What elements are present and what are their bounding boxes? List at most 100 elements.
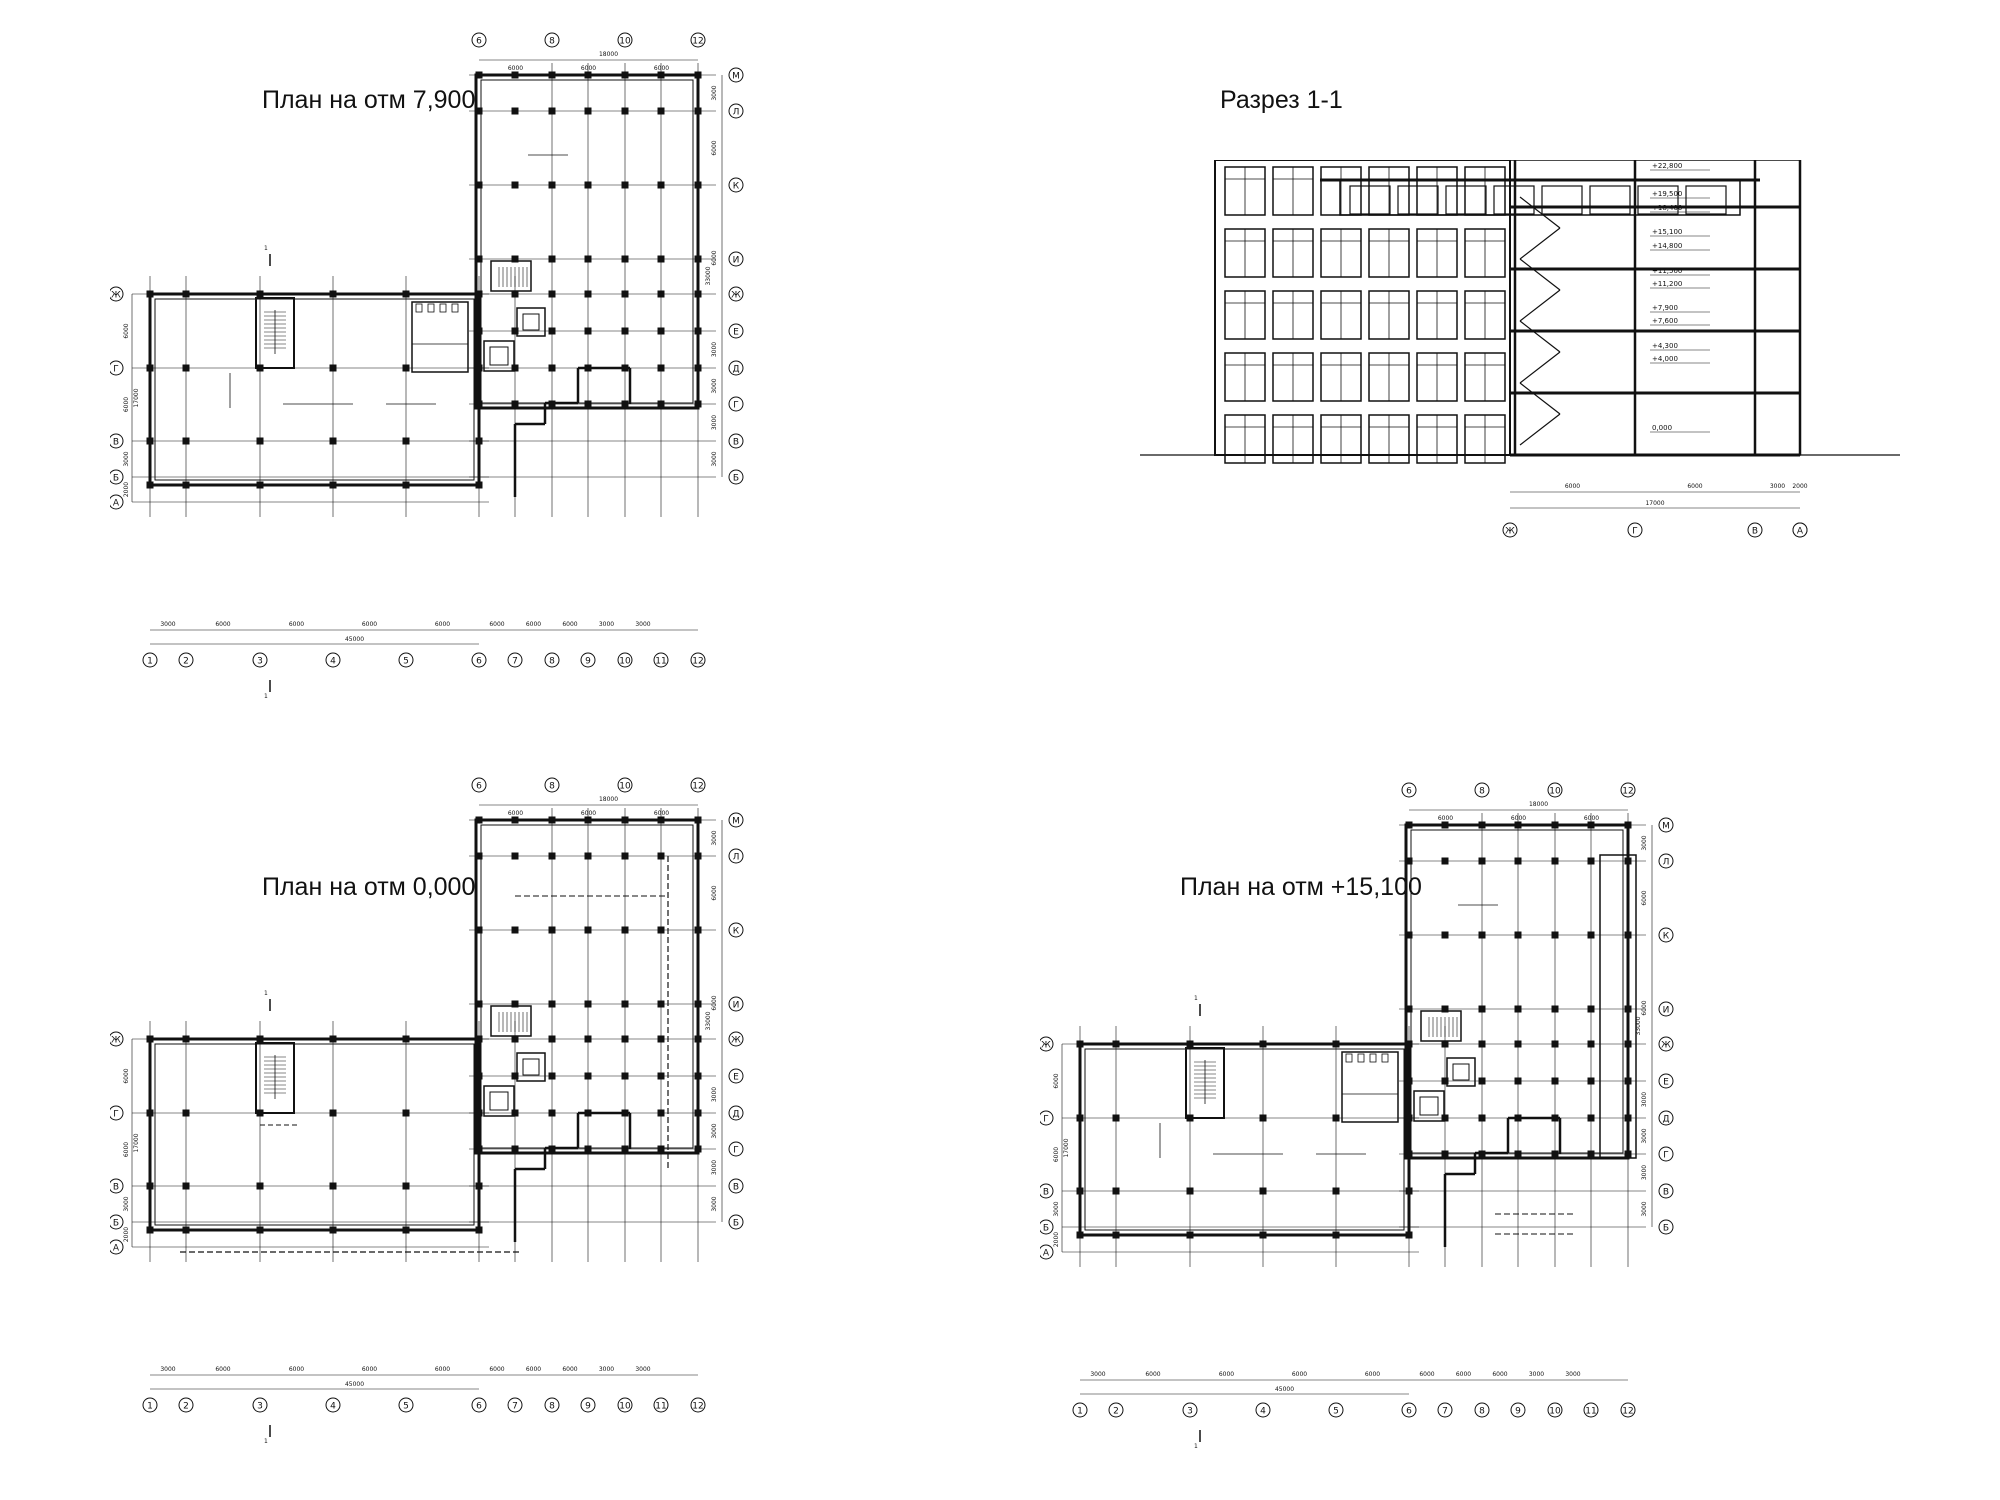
column <box>657 1072 665 1080</box>
column <box>1259 1114 1267 1122</box>
column <box>511 364 519 372</box>
top-axis-bubble-8-label: 8 <box>549 782 555 792</box>
column <box>146 1035 154 1043</box>
top-axis-bubble-10 <box>617 777 633 793</box>
column <box>1112 1231 1120 1239</box>
column <box>621 1035 629 1043</box>
bottom-total-text: 45000 <box>345 636 364 643</box>
column <box>548 364 556 372</box>
left-axis-bubble-Ж <box>110 286 124 302</box>
top-axis-bubble-12 <box>690 777 706 793</box>
column <box>548 1072 556 1080</box>
column <box>1551 1040 1559 1048</box>
column <box>548 926 556 934</box>
bottom-span-text: 6000 <box>435 1366 450 1373</box>
axis-bubble-4 <box>325 1397 341 1413</box>
bottom-span-text: 3000 <box>1090 1371 1105 1378</box>
column <box>511 181 519 189</box>
right-axis-bubble-К-label: К <box>733 182 740 192</box>
horizontal-wing-wall <box>1078 1042 1411 1237</box>
column <box>1259 1040 1267 1048</box>
axis-bubble-4-label: 4 <box>330 657 336 667</box>
right-span-text: 3000 <box>711 830 718 845</box>
column <box>256 481 264 489</box>
column <box>548 107 556 115</box>
column <box>475 437 483 445</box>
top-axis-bubble-8 <box>544 32 560 48</box>
column <box>1478 931 1486 939</box>
right-axis-bubble-Ж-label: Ж <box>731 1036 741 1046</box>
section-1-1-drawing: +22,800+19,500+18,400+15,100+14,800+11,5… <box>1140 160 1900 538</box>
level-mark-text: +7,600 <box>1652 317 1678 325</box>
elevator-cabin <box>1452 1063 1470 1081</box>
bottom-total-text: 45000 <box>1275 1386 1294 1393</box>
right-span-text: 3000 <box>711 1160 718 1175</box>
column <box>402 1109 410 1117</box>
column <box>621 400 629 408</box>
column <box>475 400 483 408</box>
bottom-span-text: 6000 <box>1419 1371 1434 1378</box>
column <box>694 852 702 860</box>
wing-stair-core <box>490 1005 532 1037</box>
column <box>657 71 665 79</box>
column <box>511 107 519 115</box>
column <box>256 437 264 445</box>
left-axis-bubble-А <box>110 1239 124 1255</box>
column <box>1405 1114 1413 1122</box>
axis-bubble-8 <box>1474 1402 1490 1418</box>
column <box>475 481 483 489</box>
axis-bubble-4 <box>325 652 341 668</box>
right-axis-bubble-Г <box>728 396 744 412</box>
left-span-text: 6000 <box>123 323 130 338</box>
right-span-text: 3000 <box>1641 1092 1648 1107</box>
column <box>475 1109 483 1117</box>
top-axis-bubble-8 <box>544 777 560 793</box>
column <box>1186 1231 1194 1239</box>
column <box>329 1226 337 1234</box>
axis-bubble-11-label: 11 <box>655 657 666 667</box>
right-axis-bubble-В-label: В <box>733 438 739 448</box>
axis-bubble-7-label: 7 <box>1442 1407 1448 1417</box>
right-axis-bubble-Ж <box>728 1031 744 1047</box>
top-axis-bubble-6-label: 6 <box>476 782 482 792</box>
column <box>475 71 483 79</box>
horizontal-wing-inner-wall <box>154 1043 475 1226</box>
column <box>548 290 556 298</box>
axis-bubble-3 <box>252 652 268 668</box>
top-axis-bubble-10 <box>1547 782 1563 798</box>
column <box>584 852 592 860</box>
left-axis-bubble-Г <box>1040 1110 1054 1126</box>
right-axis-bubble-И <box>1658 1001 1674 1017</box>
column <box>1405 1187 1413 1195</box>
right-axis-bubble-Б-label: Б <box>733 1219 739 1229</box>
column <box>1587 1150 1595 1158</box>
axis-bubble-6 <box>471 1397 487 1413</box>
axis-bubble-7-label: 7 <box>512 657 518 667</box>
column <box>694 1035 702 1043</box>
bottom-span-text: 6000 <box>526 621 541 628</box>
axis-bubble-6-label: 6 <box>476 657 482 667</box>
stair-flight <box>1519 320 1561 353</box>
right-span-text: 6000 <box>711 140 718 155</box>
plan-7900-title: План на отм 7,900 <box>262 86 476 114</box>
axis-bubble-3-label: 3 <box>257 1402 263 1412</box>
right-span-text: 3000 <box>711 1087 718 1102</box>
left-axis-bubble-В <box>1040 1183 1054 1199</box>
column <box>475 852 483 860</box>
axis-bubble-6 <box>471 652 487 668</box>
elevator-shaft <box>516 307 546 337</box>
axis-bubble-1 <box>1072 1402 1088 1418</box>
top-axis-bubble-6 <box>471 777 487 793</box>
column <box>584 1035 592 1043</box>
column <box>1514 821 1522 829</box>
column <box>621 1000 629 1008</box>
left-axis-bubble-А <box>110 494 124 510</box>
elevator-cabin-2 <box>489 346 509 366</box>
top-axis-bubble-12 <box>690 32 706 48</box>
column <box>1332 1187 1340 1195</box>
column <box>548 1109 556 1117</box>
column <box>694 364 702 372</box>
stair-core <box>255 1042 295 1114</box>
bottom-span-text: 3000 <box>635 621 650 628</box>
